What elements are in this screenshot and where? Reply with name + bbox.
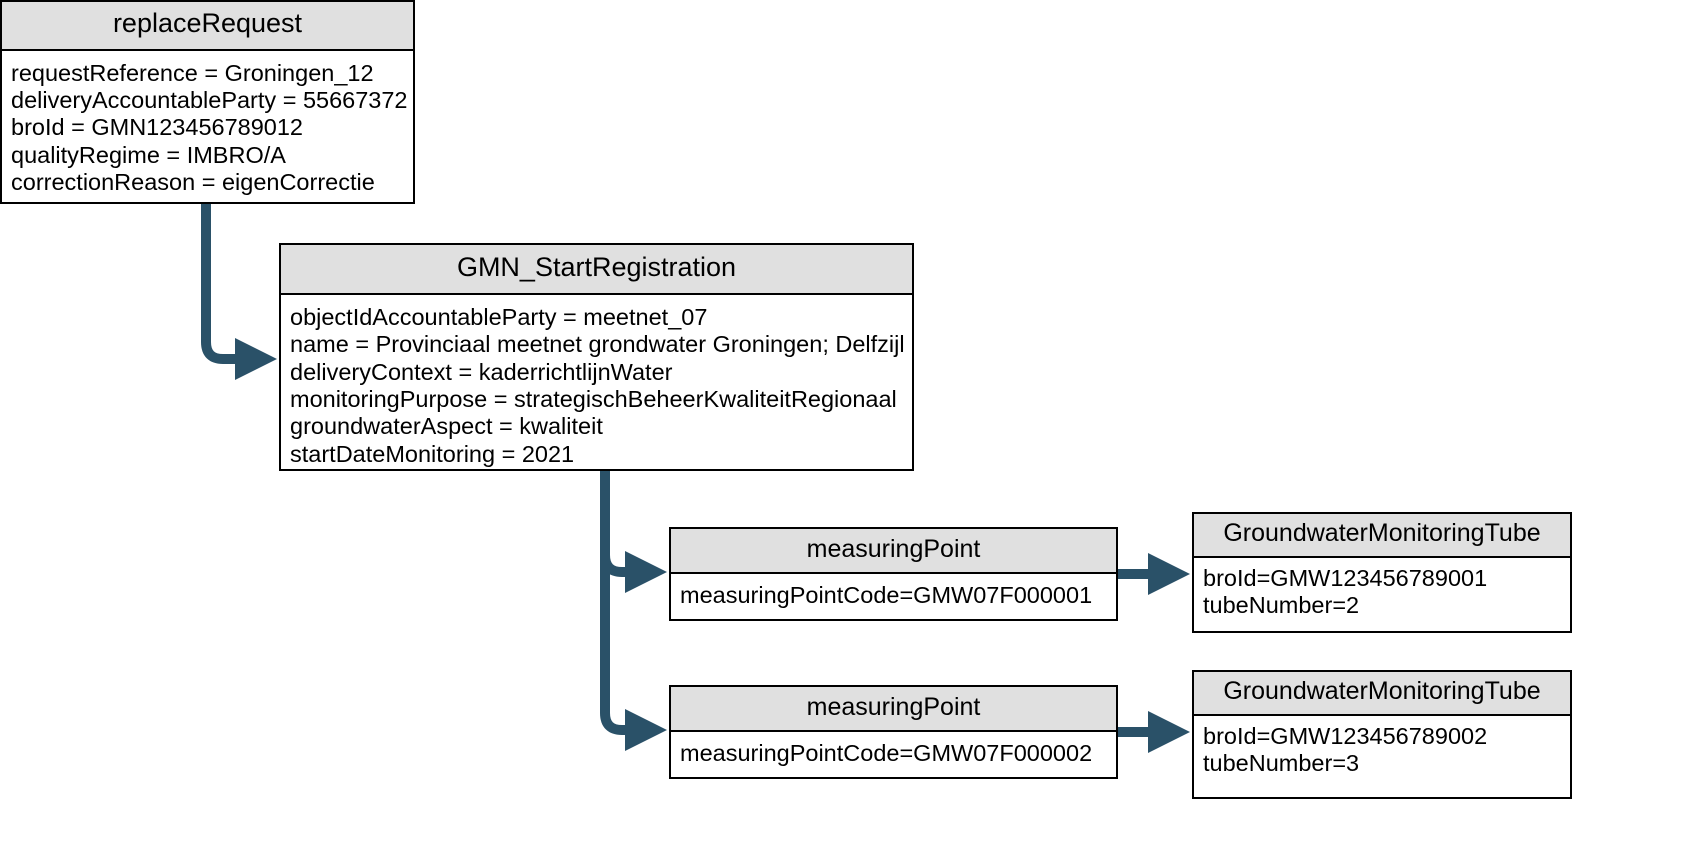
box-groundwater-monitoring-tube-1-attributes: broId=GMW123456789001 tubeNumber=2 bbox=[1194, 558, 1570, 628]
box-groundwater-monitoring-tube-1-title: GroundwaterMonitoringTube bbox=[1194, 514, 1570, 558]
box-groundwater-monitoring-tube-2-attributes: broId=GMW123456789002 tubeNumber=3 bbox=[1194, 716, 1570, 786]
box-replace-request-attributes: requestReference = Groningen_12 delivery… bbox=[2, 51, 413, 204]
box-measuring-point-1-title: measuringPoint bbox=[671, 529, 1116, 574]
box-gmn-start-registration-title: GMN_StartRegistration bbox=[281, 245, 912, 295]
box-gmn-start-registration-attributes: objectIdAccountableParty = meetnet_07 na… bbox=[281, 295, 912, 476]
box-groundwater-monitoring-tube-2-title: GroundwaterMonitoringTube bbox=[1194, 672, 1570, 716]
box-groundwater-monitoring-tube-2[interactable]: GroundwaterMonitoringTube broId=GMW12345… bbox=[1192, 670, 1572, 799]
box-measuring-point-2-attributes: measuringPointCode=GMW07F000002 bbox=[671, 732, 1116, 775]
connector-start-registration-to-measuring-point-2 bbox=[600, 555, 667, 752]
attribute-row: measuringPointCode=GMW07F000001 bbox=[680, 581, 1093, 608]
connector-replace-request-to-start-registration bbox=[201, 204, 277, 381]
attribute-row: qualityRegime = IMBRO/A bbox=[11, 141, 286, 168]
attribute-row: groundwaterAspect = kwaliteit bbox=[290, 413, 603, 440]
attribute-row: startDateMonitoring = 2021 bbox=[290, 440, 575, 467]
attribute-row: measuringPointCode=GMW07F000002 bbox=[680, 739, 1093, 766]
box-replace-request-title: replaceRequest bbox=[2, 2, 413, 51]
box-groundwater-monitoring-tube-1[interactable]: GroundwaterMonitoringTube broId=GMW12345… bbox=[1192, 512, 1572, 633]
attribute-row: name = Provinciaal meetnet grondwater Gr… bbox=[290, 331, 905, 358]
attribute-row: monitoringPurpose = strategischBeheerKwa… bbox=[290, 385, 897, 412]
attribute-row: tubeNumber=3 bbox=[1203, 750, 1360, 777]
box-measuring-point-2-title: measuringPoint bbox=[671, 687, 1116, 732]
box-measuring-point-1[interactable]: measuringPoint measuringPointCode=GMW07F… bbox=[669, 527, 1118, 621]
box-replace-request[interactable]: replaceRequest requestReference = Gronin… bbox=[0, 0, 415, 204]
connector-start-registration-to-measuring-point-1 bbox=[600, 471, 667, 594]
attribute-row: tubeNumber=2 bbox=[1203, 592, 1360, 619]
box-measuring-point-1-attributes: measuringPointCode=GMW07F000001 bbox=[671, 574, 1116, 617]
attribute-row: broId=GMW123456789001 bbox=[1203, 564, 1488, 591]
attribute-row: deliveryContext = kaderrichtlijnWater bbox=[290, 358, 673, 385]
attribute-row: broId=GMW123456789002 bbox=[1203, 722, 1488, 749]
box-gmn-start-registration[interactable]: GMN_StartRegistration objectIdAccountabl… bbox=[279, 243, 914, 471]
box-measuring-point-2[interactable]: measuringPoint measuringPointCode=GMW07F… bbox=[669, 685, 1118, 779]
attribute-row: broId = GMN123456789012 bbox=[11, 114, 304, 141]
attribute-row: objectIdAccountableParty = meetnet_07 bbox=[290, 303, 708, 330]
attribute-row: requestReference = Groningen_12 bbox=[11, 59, 374, 86]
attribute-row: correctionReason = eigenCorrectie bbox=[11, 168, 375, 195]
attribute-row: deliveryAccountableParty = 55667372 bbox=[11, 87, 408, 114]
